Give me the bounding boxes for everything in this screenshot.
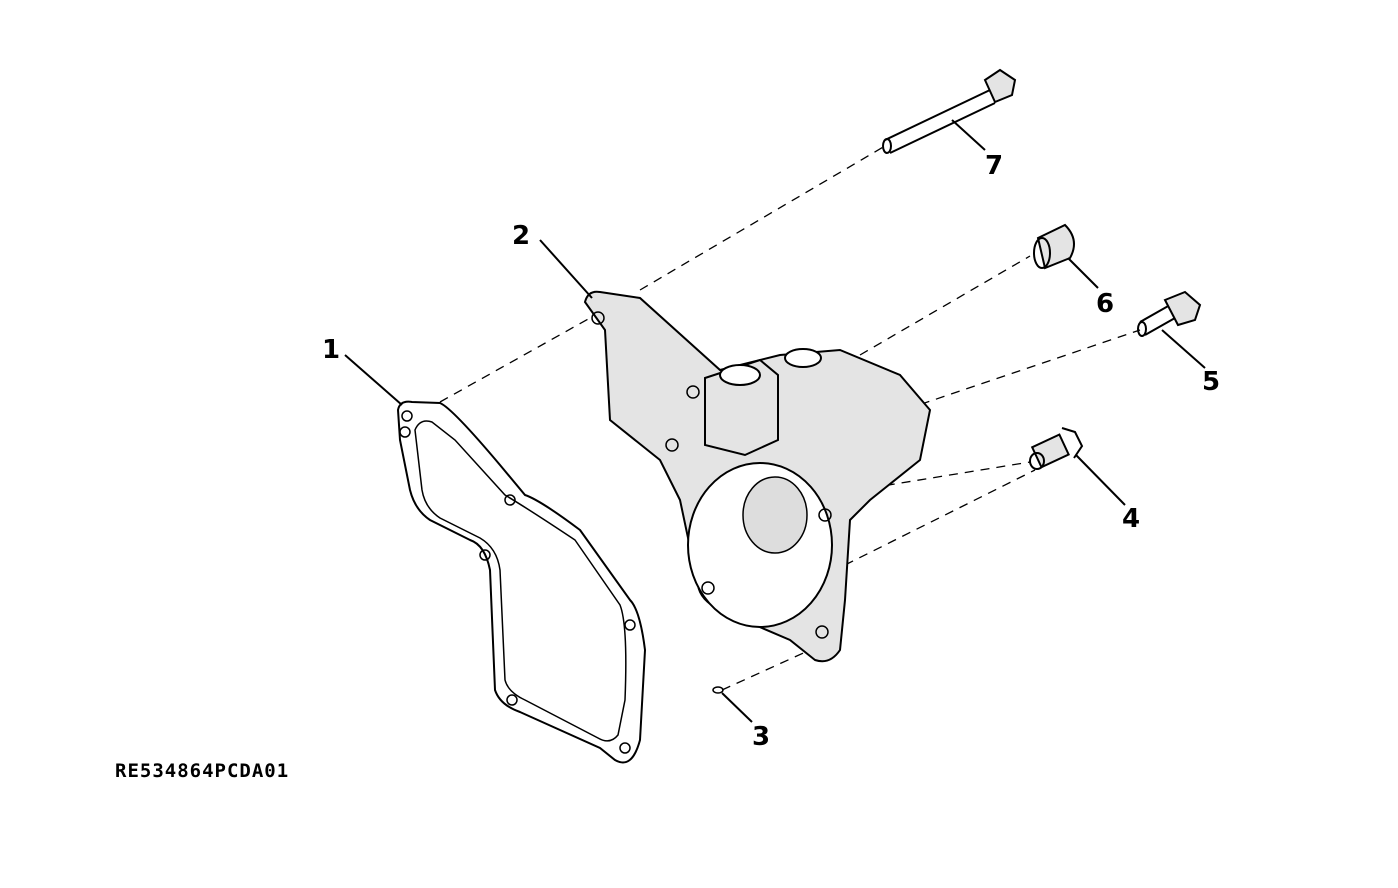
alignment-lines <box>439 145 1141 691</box>
callout-7: 7 <box>985 151 1003 181</box>
callout-3: 3 <box>752 722 770 752</box>
housing-part <box>583 290 932 663</box>
callout-6: 6 <box>1096 289 1114 319</box>
o-ring-part <box>712 686 724 694</box>
cap-screw-part <box>1137 290 1202 337</box>
callout-1: 1 <box>322 335 340 365</box>
figure-code: RE534864PCDA01 <box>115 760 289 782</box>
callout-2: 2 <box>512 221 530 251</box>
leader-lines <box>344 119 1206 723</box>
callout-4: 4 <box>1122 504 1140 534</box>
gasket-part <box>396 400 647 764</box>
long-bolt-part <box>882 68 1017 154</box>
bushing-part <box>1033 223 1075 270</box>
callout-5: 5 <box>1202 367 1220 397</box>
sensor-part <box>1029 427 1084 470</box>
